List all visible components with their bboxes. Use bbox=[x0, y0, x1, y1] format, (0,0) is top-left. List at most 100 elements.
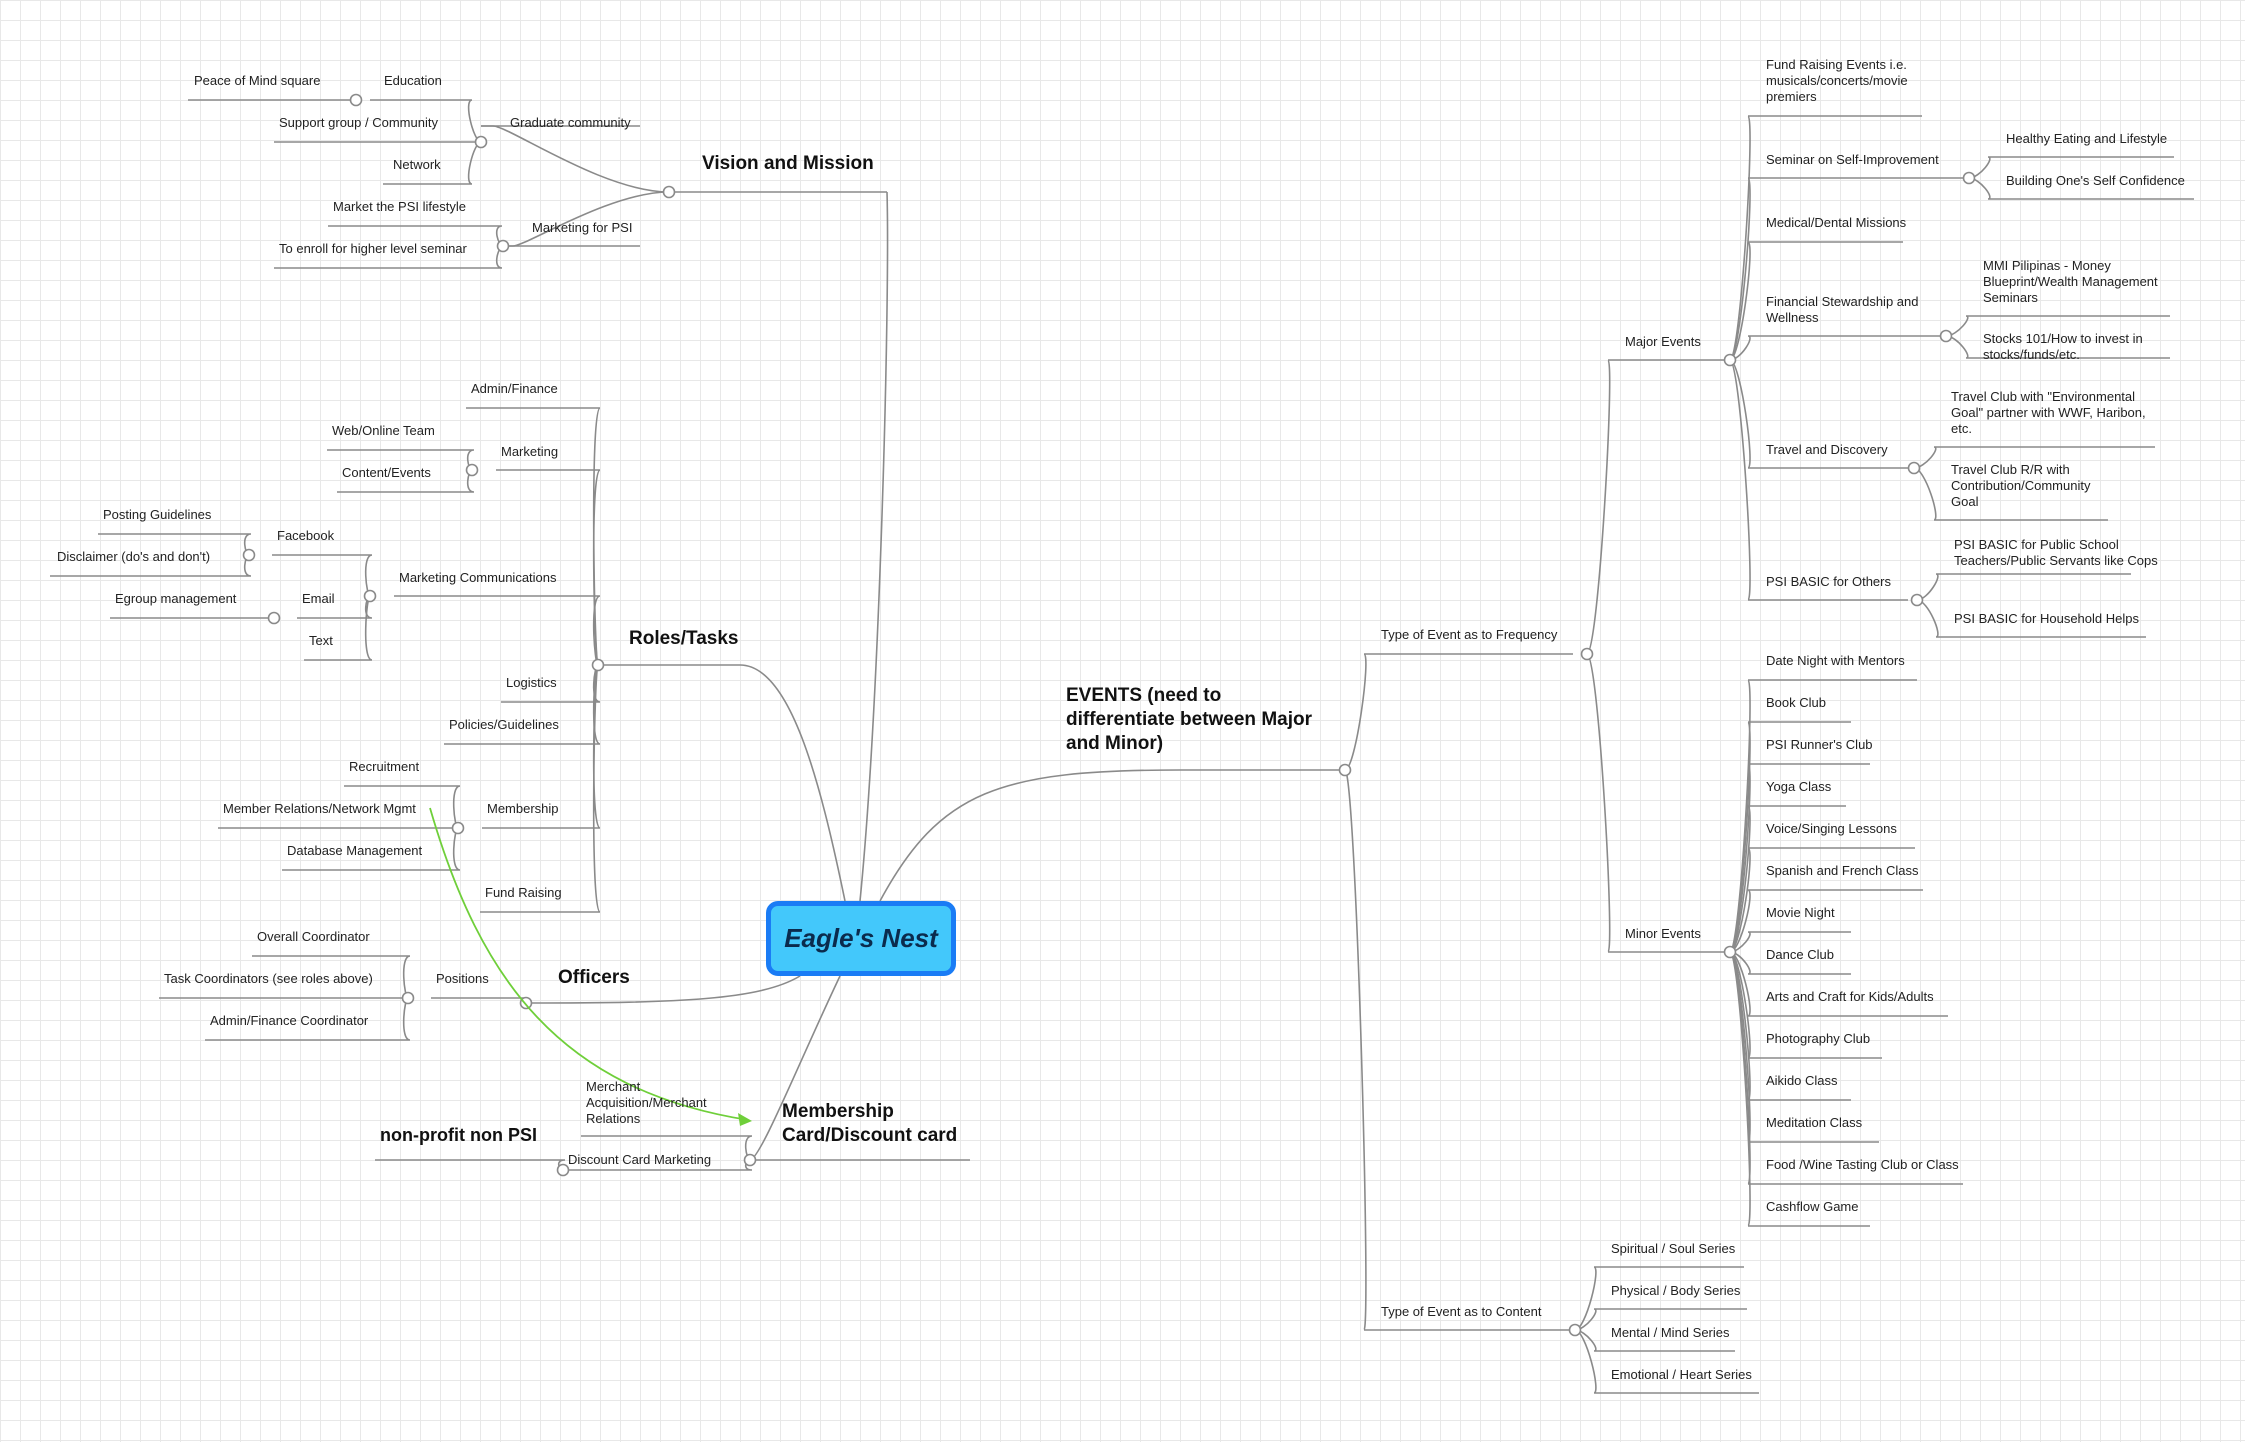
collapse-handle bbox=[662, 185, 676, 199]
topic-self-confidence[interactable]: Building One's Self Confidence bbox=[2006, 173, 2185, 188]
topic-travel-club-environmental[interactable]: Travel Club with "Environmental Goal" pa… bbox=[1951, 389, 2146, 436]
topic-facebook[interactable]: Facebook bbox=[277, 528, 335, 543]
topic-logistics[interactable]: Logistics bbox=[506, 675, 557, 690]
topic-seminar-self-improvement[interactable]: Seminar on Self-Improvement bbox=[1766, 152, 1939, 167]
topic-movie-night[interactable]: Movie Night bbox=[1766, 905, 1835, 920]
topic-network[interactable]: Network bbox=[393, 157, 441, 172]
connector bbox=[1916, 599, 1948, 638]
topic-vision-and-mission[interactable]: Vision and Mission bbox=[702, 153, 874, 174]
topic-spiritual-series[interactable]: Spiritual / Soul Series bbox=[1611, 1241, 1736, 1256]
topic-posting-guidelines[interactable]: Posting Guidelines bbox=[103, 507, 212, 522]
connector bbox=[749, 975, 841, 1161]
connector bbox=[1729, 847, 1760, 953]
topic-minor-events[interactable]: Minor Events bbox=[1625, 926, 1701, 941]
topic-education[interactable]: Education bbox=[384, 73, 442, 88]
topic-membership[interactable]: Membership bbox=[487, 801, 559, 816]
topic-admin-finance-coordinator[interactable]: Admin/Finance Coordinator bbox=[210, 1013, 369, 1028]
topic-financial-stewardship[interactable]: Financial Stewardship and Wellness bbox=[1766, 294, 1919, 325]
topic-discount-card-marketing[interactable]: Discount Card Marketing bbox=[568, 1152, 712, 1167]
topic-overall-coordinator[interactable]: Overall Coordinator bbox=[257, 929, 370, 944]
topic-peace-of-mind-square[interactable]: Peace of Mind square bbox=[194, 73, 321, 88]
topic-type-frequency[interactable]: Type of Event as to Frequency bbox=[1381, 627, 1558, 642]
topic-roles-tasks[interactable]: Roles/Tasks bbox=[629, 628, 739, 649]
connector bbox=[1586, 359, 1620, 655]
topic-disclaimer[interactable]: Disclaimer (do's and don't) bbox=[57, 549, 211, 564]
collapse-handle bbox=[496, 239, 510, 253]
topic-photography-club[interactable]: Photography Club bbox=[1766, 1031, 1871, 1046]
connector bbox=[501, 191, 670, 247]
topic-psi-basic-others[interactable]: PSI BASIC for Others bbox=[1766, 574, 1891, 589]
topic-content-events[interactable]: Content/Events bbox=[342, 465, 431, 480]
topic-membership-card[interactable]: Membership Card/Discount card bbox=[782, 1101, 958, 1146]
collapse-handle bbox=[1907, 461, 1921, 475]
topic-dance-club[interactable]: Dance Club bbox=[1766, 947, 1834, 962]
topic-database-management[interactable]: Database Management bbox=[287, 843, 423, 858]
topic-book-club[interactable]: Book Club bbox=[1766, 695, 1826, 710]
topic-member-relations[interactable]: Member Relations/Network Mgmt bbox=[223, 801, 416, 816]
topic-date-night[interactable]: Date Night with Mentors bbox=[1766, 653, 1905, 668]
topic-marketing-for-psi[interactable]: Marketing for PSI bbox=[532, 220, 633, 235]
topic-web-online-team[interactable]: Web/Online Team bbox=[332, 423, 435, 438]
topic-healthy-eating[interactable]: Healthy Eating and Lifestyle bbox=[2006, 131, 2168, 146]
topic-marketing[interactable]: Marketing bbox=[501, 444, 559, 459]
topic-merchant-acquisition[interactable]: Merchant Acquisition/Merchant Relations bbox=[586, 1079, 707, 1126]
topic-type-content[interactable]: Type of Event as to Content bbox=[1381, 1304, 1542, 1319]
topic-market-psi-lifestyle[interactable]: Market the PSI lifestyle bbox=[333, 199, 466, 214]
topic-psi-basic-teachers[interactable]: PSI BASIC for Public School Teachers/Pub… bbox=[1954, 537, 2158, 568]
topic-travel-club-rr[interactable]: Travel Club R/R with Contribution/Commun… bbox=[1951, 462, 2091, 509]
connector bbox=[460, 99, 482, 143]
collapse-handle bbox=[1723, 945, 1737, 959]
topic-arts-craft[interactable]: Arts and Craft for Kids/Adults bbox=[1766, 989, 1934, 1004]
topic-email[interactable]: Email bbox=[302, 591, 335, 606]
topic-voice-singing[interactable]: Voice/Singing Lessons bbox=[1766, 821, 1897, 836]
topic-non-profit-non-psi[interactable]: non-profit non PSI bbox=[380, 1125, 537, 1145]
topic-travel-discovery[interactable]: Travel and Discovery bbox=[1766, 442, 1888, 457]
topic-cashflow-game[interactable]: Cashflow Game bbox=[1766, 1199, 1859, 1214]
topic-psi-basic-household[interactable]: PSI BASIC for Household Helps bbox=[1954, 611, 2139, 626]
topic-fund-raising-events[interactable]: Fund Raising Events i.e. musicals/concer… bbox=[1766, 57, 1908, 104]
arrowhead bbox=[738, 1113, 752, 1126]
topic-runners-club[interactable]: PSI Runner's Club bbox=[1766, 737, 1873, 752]
topic-task-coordinators[interactable]: Task Coordinators (see roles above) bbox=[164, 971, 373, 986]
topic-support-group[interactable]: Support group / Community bbox=[279, 115, 438, 130]
topic-marketing-communications[interactable]: Marketing Communications bbox=[399, 570, 557, 585]
collapse-handle bbox=[267, 611, 281, 625]
topic-mental-series[interactable]: Mental / Mind Series bbox=[1611, 1325, 1730, 1340]
topic-egroup-management[interactable]: Egroup management bbox=[115, 591, 237, 606]
topic-text[interactable]: Text bbox=[309, 633, 333, 648]
topic-officers[interactable]: Officers bbox=[558, 967, 630, 988]
connector bbox=[481, 125, 670, 193]
connector bbox=[1729, 679, 1760, 953]
collapse-handle bbox=[1939, 329, 1953, 343]
topic-stocks-101[interactable]: Stocks 101/How to invest in stocks/funds… bbox=[1983, 331, 2143, 362]
collapse-handle bbox=[451, 821, 465, 835]
topic-spanish-french[interactable]: Spanish and French Class bbox=[1766, 863, 1919, 878]
topic-fund-raising[interactable]: Fund Raising bbox=[485, 885, 562, 900]
topic-recruitment[interactable]: Recruitment bbox=[349, 759, 420, 774]
topic-yoga-class[interactable]: Yoga Class bbox=[1766, 779, 1832, 794]
collapse-handle bbox=[743, 1153, 757, 1167]
topic-admin-finance[interactable]: Admin/Finance bbox=[471, 381, 558, 396]
topic-aikido-class[interactable]: Aikido Class bbox=[1766, 1073, 1838, 1088]
central-topic[interactable]: Eagle's Nest bbox=[766, 901, 956, 976]
topic-food-wine[interactable]: Food /Wine Tasting Club or Class bbox=[1766, 1157, 1959, 1172]
connector bbox=[598, 664, 846, 902]
topic-physical-series[interactable]: Physical / Body Series bbox=[1611, 1283, 1741, 1298]
topic-enroll-higher-seminar[interactable]: To enroll for higher level seminar bbox=[279, 241, 467, 256]
topic-emotional-series[interactable]: Emotional / Heart Series bbox=[1611, 1367, 1752, 1382]
connector bbox=[1729, 805, 1760, 953]
topic-medical-dental[interactable]: Medical/Dental Missions bbox=[1766, 215, 1907, 230]
connector bbox=[588, 469, 601, 666]
connector bbox=[1586, 653, 1620, 953]
topic-major-events[interactable]: Major Events bbox=[1625, 334, 1701, 349]
topic-mmi-pilipinas[interactable]: MMI Pilipinas - Money Blueprint/Wealth M… bbox=[1983, 258, 2158, 305]
topic-positions[interactable]: Positions bbox=[436, 971, 489, 986]
topic-graduate-community[interactable]: Graduate community bbox=[510, 115, 631, 130]
topic-policies-guidelines[interactable]: Policies/Guidelines bbox=[449, 717, 559, 732]
topic-events[interactable]: EVENTS (need to differentiate between Ma… bbox=[1066, 685, 1312, 754]
connector bbox=[448, 827, 461, 871]
topic-meditation-class[interactable]: Meditation Class bbox=[1766, 1115, 1863, 1130]
connector bbox=[448, 785, 461, 829]
collapse-handle bbox=[474, 135, 488, 149]
